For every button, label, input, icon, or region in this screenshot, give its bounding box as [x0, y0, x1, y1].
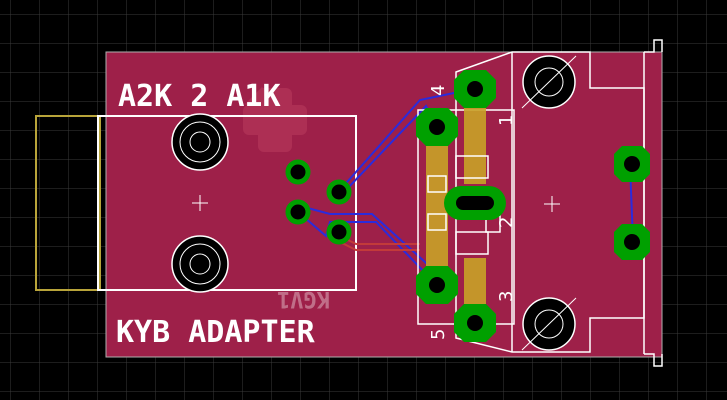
header-pad-3 — [416, 266, 458, 304]
pin-frames — [427, 155, 501, 255]
board-title-top: A2K 2 A1K — [118, 79, 281, 114]
board-title-bottom: KYB ADAPTER — [116, 315, 316, 350]
din-connector-outline — [97, 115, 357, 291]
logo-watermark — [243, 87, 307, 152]
mounting-hole-top-right — [521, 55, 577, 109]
right-pad-bottom — [614, 224, 650, 260]
din-pad-1 — [285, 159, 311, 185]
din-pad-4 — [326, 219, 352, 245]
svg-text:4: 4 — [428, 85, 449, 96]
header-pad-1 — [416, 108, 458, 146]
svg-text:1: 1 — [496, 115, 517, 126]
pin-label-2: 2 — [496, 217, 517, 228]
connector-outline — [35, 115, 101, 291]
header-pad-5 — [454, 304, 496, 342]
pin-label-3: 3 — [496, 291, 517, 302]
mounting-hole-bottom-left — [171, 235, 229, 293]
pin-label-1: 1 — [496, 115, 517, 126]
pin-label-4: 4 — [428, 85, 449, 96]
pcb-board — [105, 51, 663, 358]
header-pad-4 — [454, 70, 496, 108]
pin-label-5: 5 — [428, 329, 449, 340]
header-pad-2 — [444, 186, 506, 220]
mounting-hole-top-left — [171, 113, 229, 171]
origin-mark-right — [544, 196, 560, 212]
svg-text:2: 2 — [496, 217, 517, 228]
svg-text:3: 3 — [496, 291, 517, 302]
din-pad-3 — [285, 199, 311, 225]
svg-text:5: 5 — [428, 329, 449, 340]
din-pad-2 — [326, 179, 352, 205]
right-pad-top — [614, 146, 650, 182]
mounting-hole-bottom-right — [521, 297, 577, 351]
origin-mark-left — [192, 195, 208, 211]
